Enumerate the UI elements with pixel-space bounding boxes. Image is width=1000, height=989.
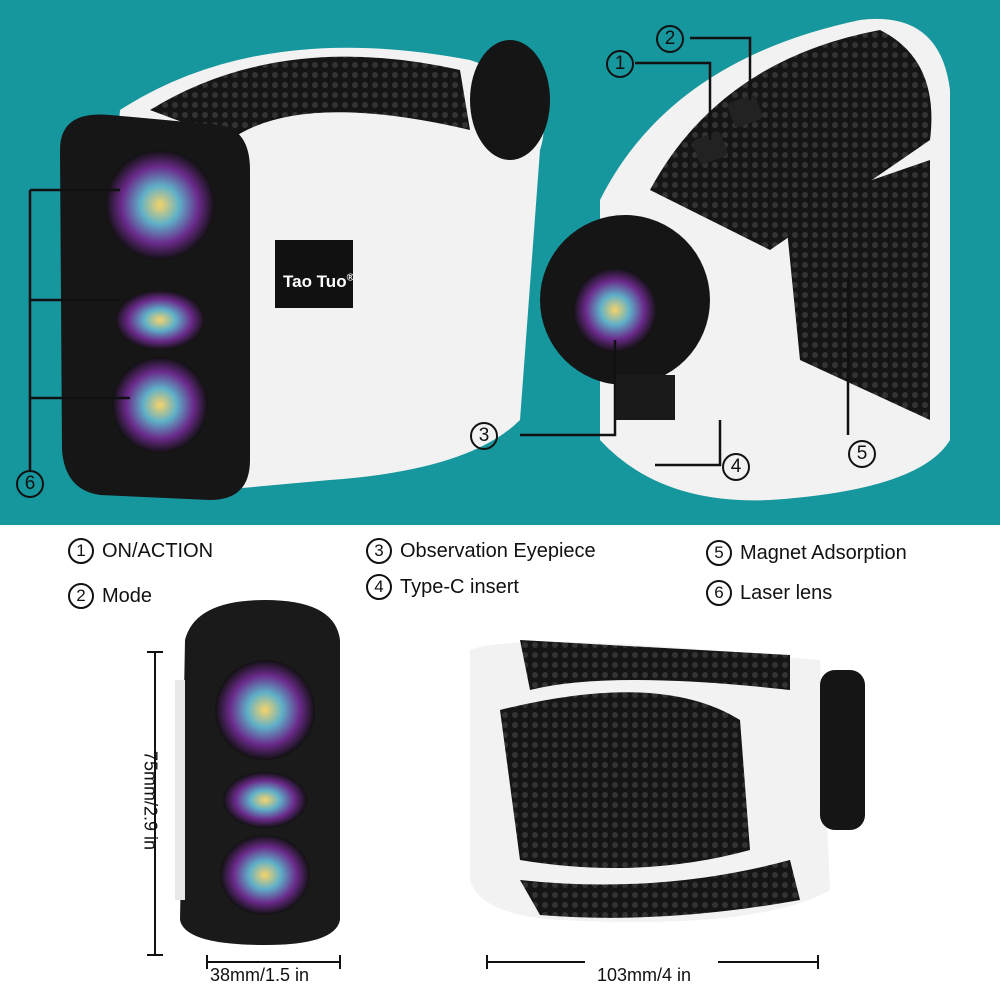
callout-2: 2 <box>656 25 684 53</box>
callout-1: 1 <box>606 50 634 78</box>
callout-6: 6 <box>16 470 44 498</box>
rangefinder-rear-view <box>520 18 950 501</box>
width-dimension: 38mm/1.5 in <box>210 965 310 985</box>
rangefinder-front-view <box>28 40 550 500</box>
length-dimension: 103mm/4 in <box>597 965 692 985</box>
rangefinder-front-dimension-view <box>175 600 340 945</box>
height-dimension: 75mm/2.9 in <box>140 750 161 851</box>
callout-5: 5 <box>848 440 876 468</box>
brand-logo: Tao Tuo® <box>283 272 354 291</box>
callout-3: 3 <box>470 422 498 450</box>
rangefinder-side-dimension-view <box>470 640 865 922</box>
callout-4: 4 <box>722 453 750 481</box>
